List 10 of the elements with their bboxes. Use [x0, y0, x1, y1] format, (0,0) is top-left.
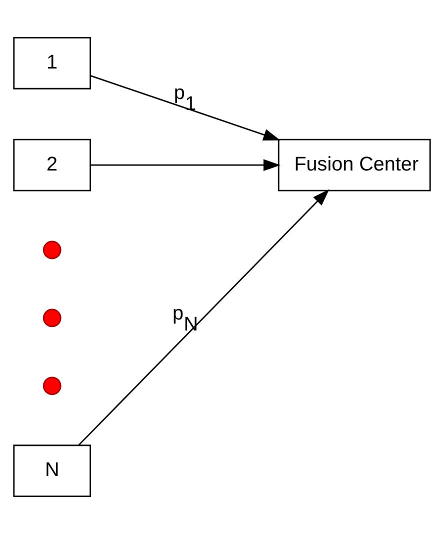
node-box: N — [13, 444, 92, 497]
node-box: Fusion Center — [278, 138, 431, 191]
arrow — [90, 74, 280, 140]
node-box: 2 — [13, 138, 92, 191]
node-circle — [42, 376, 62, 395]
node-circle — [42, 240, 62, 259]
node-circle — [42, 308, 62, 327]
node-box: 1 — [13, 36, 92, 89]
arrow — [90, 158, 280, 171]
arrow — [78, 188, 330, 446]
